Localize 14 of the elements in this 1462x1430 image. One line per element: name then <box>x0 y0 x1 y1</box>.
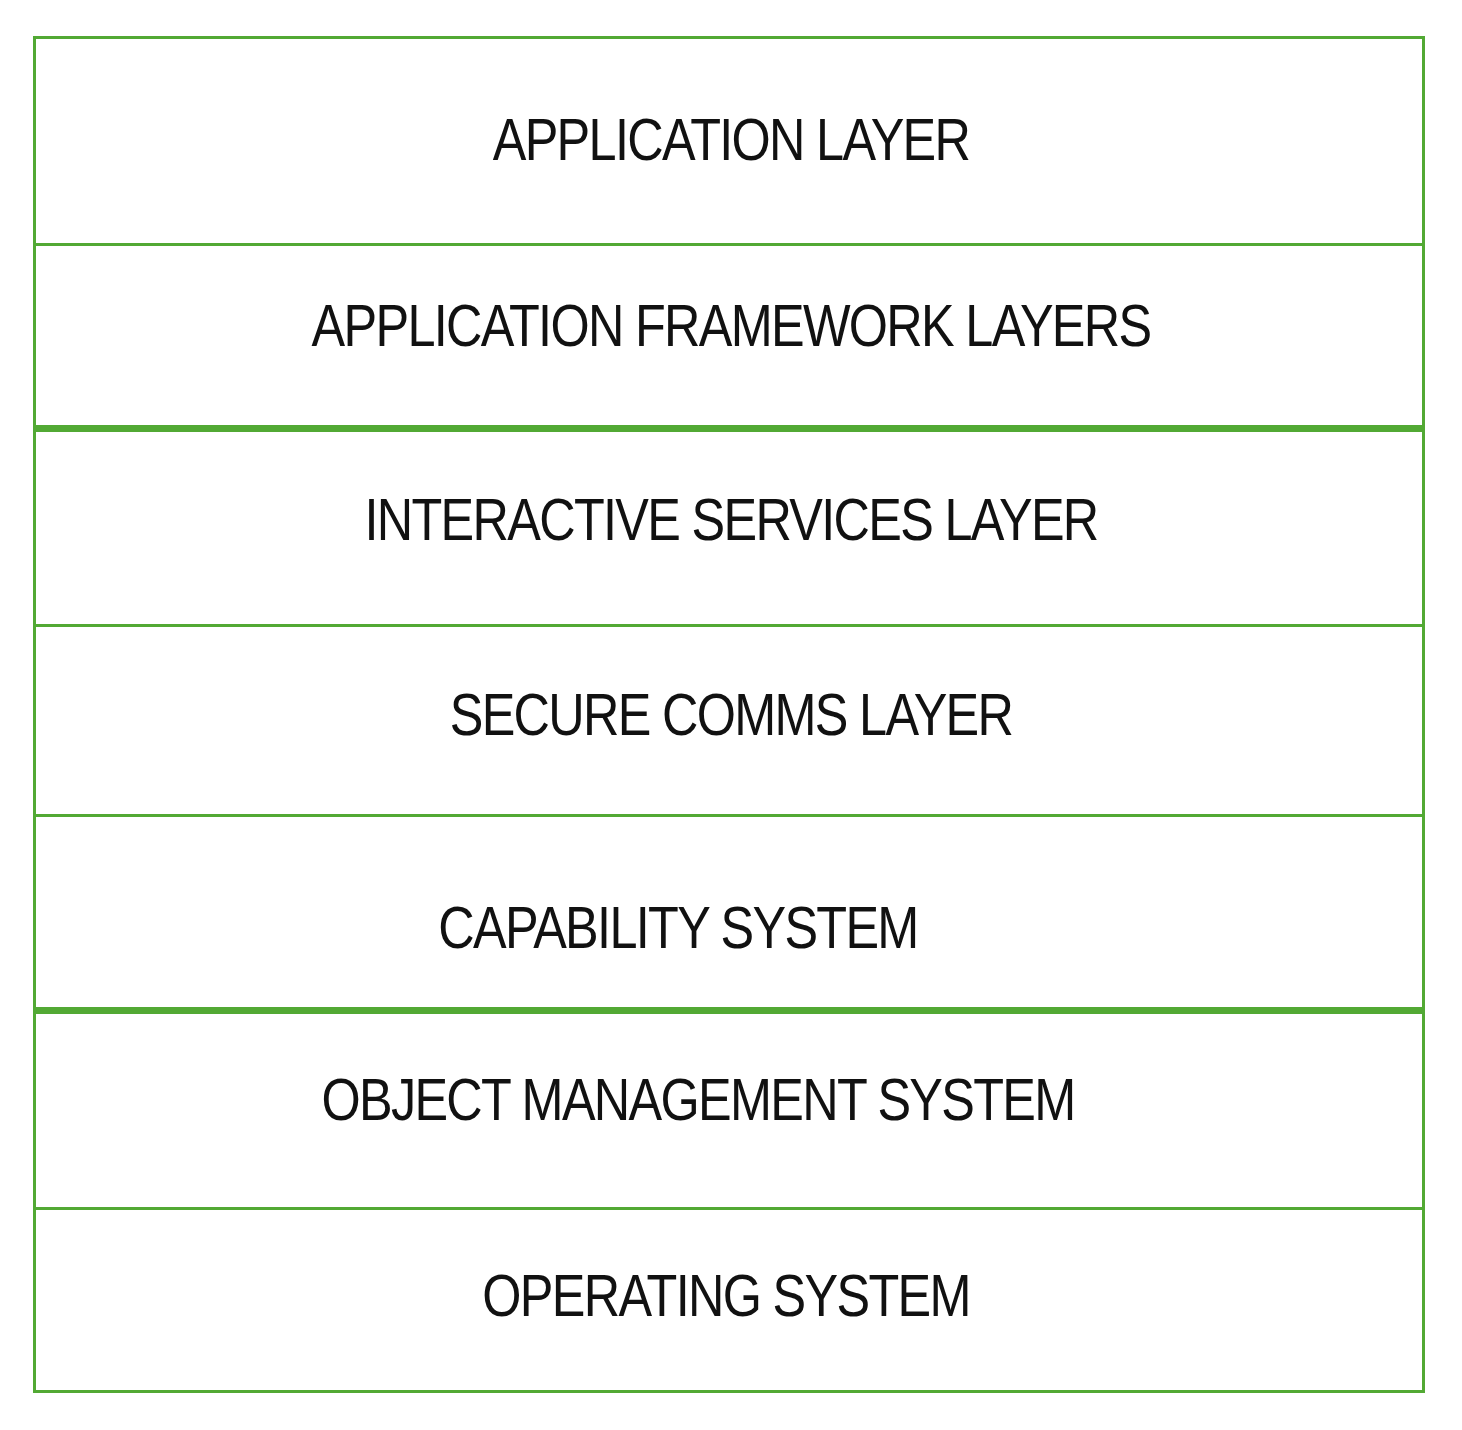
layer-label: APPLICATION FRAMEWORK LAYERS <box>311 293 1151 359</box>
layer-label: APPLICATION LAYER <box>492 107 970 173</box>
layer-band <box>33 1210 1425 1393</box>
layer-band <box>33 246 1425 432</box>
layer-band <box>33 432 1425 627</box>
layer-label: INTERACTIVE SERVICES LAYER <box>364 487 1098 553</box>
layer-label: SECURE COMMS LAYER <box>449 682 1013 748</box>
layer-band <box>33 1014 1425 1210</box>
layer-label: OBJECT MANAGEMENT SYSTEM <box>321 1067 1075 1133</box>
layer-band <box>33 627 1425 817</box>
layer-label: OPERATING SYSTEM <box>482 1263 970 1329</box>
layer-band <box>33 36 1425 246</box>
layer-label: CAPABILITY SYSTEM <box>438 895 918 961</box>
layer-band <box>33 817 1425 1014</box>
